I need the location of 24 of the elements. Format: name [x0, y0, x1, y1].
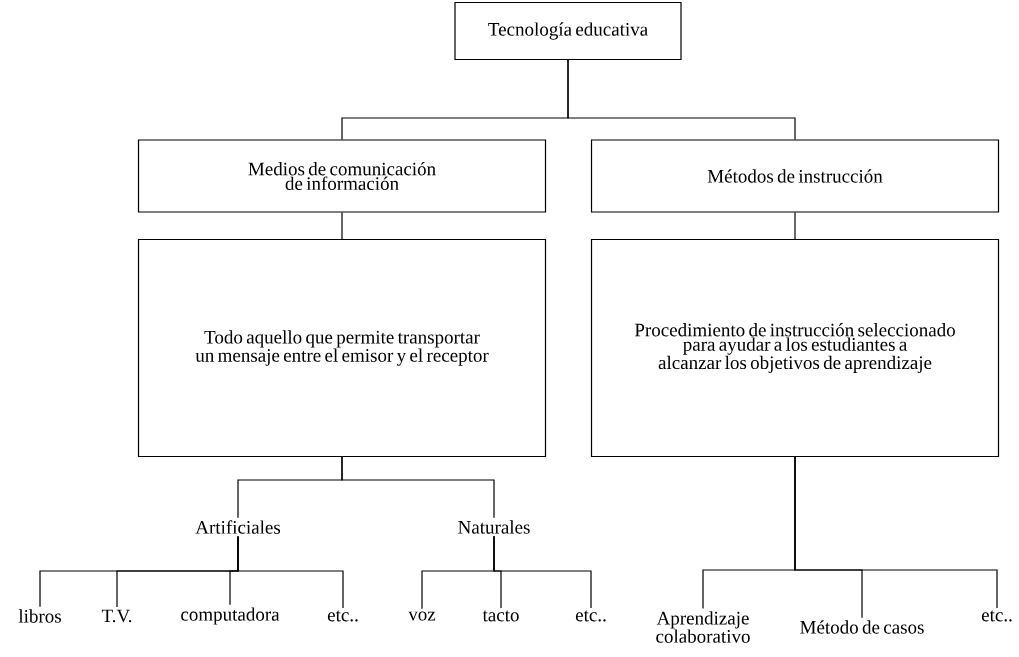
branch-label: Método de casos — [800, 620, 924, 634]
branch-label: libros — [18, 609, 61, 623]
branch-label: etc.. — [327, 610, 358, 622]
connector-line — [567, 59, 796, 140]
concept-box: Medios de comunicación de información — [137, 139, 547, 213]
branch-label: T.V. — [101, 609, 132, 623]
connector-line — [237, 535, 344, 609]
concept-box: Métodos de instrucción — [590, 139, 1000, 213]
branch-label: etc.. — [575, 610, 606, 622]
branch-label: Naturales — [458, 520, 530, 534]
branch-label: Artificiales — [195, 520, 281, 534]
concept-box: Procedimiento de instrucción seleccionado para ayudar a los estudiantes a alcanzar los objetivos de aprendizaje — [590, 238, 1000, 458]
connector-line — [794, 456, 998, 609]
concept-box: Tecnología educativa — [454, 1, 682, 61]
connector-line — [794, 212, 796, 240]
connector-line — [341, 212, 343, 240]
branch-label: voz — [408, 611, 436, 621]
branch-label: tacto — [482, 610, 519, 622]
connector-line — [493, 535, 592, 609]
branch-label: computadora — [181, 607, 280, 625]
branch-label: Aprendizaje colaborativo — [656, 611, 750, 643]
branch-label: etc.. — [981, 610, 1012, 622]
concept-box: Todo aquello que permite transportar un mensaje entre el emisor y el receptor — [137, 238, 547, 458]
connector-line — [341, 456, 495, 519]
